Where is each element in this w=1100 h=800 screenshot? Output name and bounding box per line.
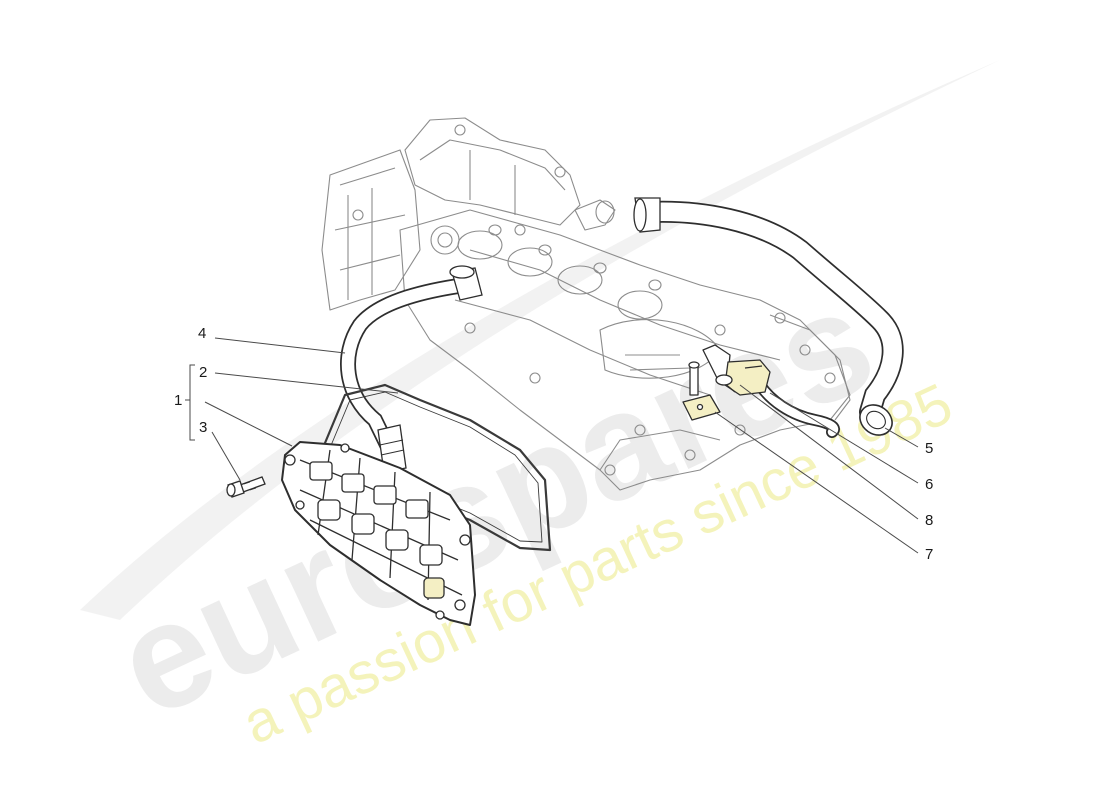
bolt-3 bbox=[226, 476, 266, 498]
callout-6: 6 bbox=[925, 476, 933, 493]
callout-5: 5 bbox=[925, 440, 933, 457]
callout-1: 1 bbox=[174, 392, 182, 409]
breather-hose-4 bbox=[340, 265, 483, 473]
leader-lines bbox=[185, 337, 919, 554]
watermark-swoosh bbox=[80, 60, 1000, 620]
breather-hose-5 bbox=[633, 197, 904, 436]
pcv-valve-8 bbox=[702, 344, 771, 396]
callout-2: 2 bbox=[199, 364, 207, 381]
cylinder-head-assembly bbox=[321, 117, 851, 491]
callout-4: 4 bbox=[198, 325, 206, 342]
callout-3: 3 bbox=[199, 419, 207, 436]
callout-7: 7 bbox=[925, 546, 933, 563]
callout-8: 8 bbox=[925, 512, 933, 529]
bracket-7 bbox=[682, 361, 721, 421]
callout-labels: 1 2 3 4 5 6 8 7 bbox=[174, 325, 933, 563]
oil-separator-cover bbox=[281, 441, 476, 626]
